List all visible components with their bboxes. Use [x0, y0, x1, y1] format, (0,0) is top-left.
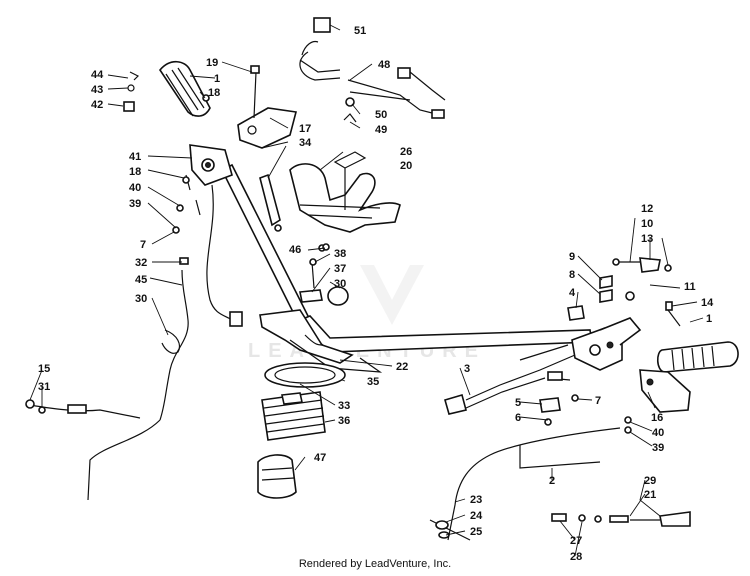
callout-labels: 44 43 42 19 1 18 17 34 51 48 50 49 26 20… — [38, 25, 714, 563]
callout-48: 48 — [378, 59, 390, 71]
right-cable-parts-27-28-29-21 — [551, 511, 691, 527]
left-bracket-17 — [237, 107, 298, 149]
callout-4: 4 — [569, 287, 576, 299]
callout-40: 40 — [129, 182, 141, 194]
callout-38: 38 — [334, 248, 346, 260]
callout-29: 29 — [644, 475, 656, 487]
callout-6: 6 — [515, 412, 521, 424]
callout-8: 8 — [569, 269, 575, 281]
washer-46 — [322, 243, 330, 251]
callout-21: 21 — [644, 489, 656, 501]
callout-25: 25 — [470, 526, 482, 538]
callout-14: 14 — [701, 297, 714, 309]
callout-10: 10 — [641, 218, 653, 230]
callout-18: 18 — [208, 87, 220, 99]
right-small-parts — [567, 257, 681, 434]
callout-15: 15 — [38, 363, 50, 375]
clamp-band-35 — [264, 362, 346, 388]
callout-50: 50 — [375, 109, 387, 121]
callout-26: 26 — [400, 146, 412, 158]
callout-40b: 40 — [652, 427, 664, 439]
callout-31: 31 — [38, 381, 50, 393]
callout-7b: 7 — [595, 395, 601, 407]
callout-42: 42 — [91, 99, 103, 111]
bolts-18-40-39 — [172, 94, 210, 234]
left-cable-15-31 — [25, 399, 141, 419]
left-throttle-housing — [189, 144, 233, 186]
small-parts-42-44 — [123, 71, 140, 112]
right-throttle-block — [571, 317, 642, 371]
right-cable-2 — [429, 427, 621, 541]
callout-36: 36 — [338, 415, 350, 427]
callout-9: 9 — [569, 251, 575, 263]
callout-22: 22 — [396, 361, 408, 373]
callout-20: 20 — [400, 160, 412, 172]
wiring-harness-48 — [299, 17, 446, 123]
handlebar-tube — [220, 163, 593, 373]
boot-47 — [257, 454, 297, 499]
left-cable-45 — [87, 184, 243, 501]
callout-47: 47 — [314, 452, 326, 464]
callout-27: 27 — [570, 535, 582, 547]
callout-49: 49 — [375, 124, 387, 136]
callout-41: 41 — [129, 151, 141, 163]
callout-16: 16 — [651, 412, 663, 424]
callout-19: 19 — [206, 57, 218, 69]
callout-51: 51 — [354, 25, 366, 37]
right-parts-5-6-7 — [539, 394, 579, 426]
callout-32: 32 — [135, 257, 147, 269]
callout-35: 35 — [367, 376, 379, 388]
callout-30b: 30 — [334, 278, 346, 290]
center-pad-26-20 — [289, 151, 401, 233]
callout-37: 37 — [334, 263, 346, 275]
callout-12: 12 — [641, 203, 653, 215]
callout-1: 1 — [214, 73, 220, 85]
callout-17: 17 — [299, 123, 311, 135]
bracket-34 — [259, 173, 282, 232]
callout-24: 24 — [470, 510, 483, 522]
boot-36 — [261, 391, 326, 441]
left-grip — [159, 60, 211, 117]
callout-7: 7 — [140, 239, 146, 251]
callout-13: 13 — [641, 233, 653, 245]
right-switch-3-wiring — [444, 344, 576, 415]
callout-34: 34 — [299, 137, 312, 149]
right-grip-1 — [656, 341, 739, 373]
callout-45: 45 — [135, 274, 147, 286]
bolt-19 — [250, 65, 260, 119]
callout-18b: 18 — [129, 166, 141, 178]
callout-5: 5 — [515, 397, 521, 409]
callout-44: 44 — [91, 69, 104, 81]
callout-30: 30 — [135, 293, 147, 305]
callout-33: 33 — [338, 400, 350, 412]
leader-lines — [29, 24, 704, 557]
callout-3: 3 — [464, 363, 470, 375]
render-credit: Rendered by LeadVenture, Inc. — [298, 558, 452, 570]
lever-bracket-16 — [639, 369, 691, 413]
callout-1b: 1 — [706, 313, 712, 325]
callout-11: 11 — [684, 281, 696, 293]
callout-43: 43 — [91, 84, 103, 96]
callout-39: 39 — [129, 198, 141, 210]
callout-46: 46 — [289, 244, 301, 256]
callout-2: 2 — [549, 475, 555, 487]
callout-23: 23 — [470, 494, 482, 506]
watermark-logo — [360, 265, 424, 325]
callout-28: 28 — [570, 551, 582, 563]
callout-39b: 39 — [652, 442, 664, 454]
